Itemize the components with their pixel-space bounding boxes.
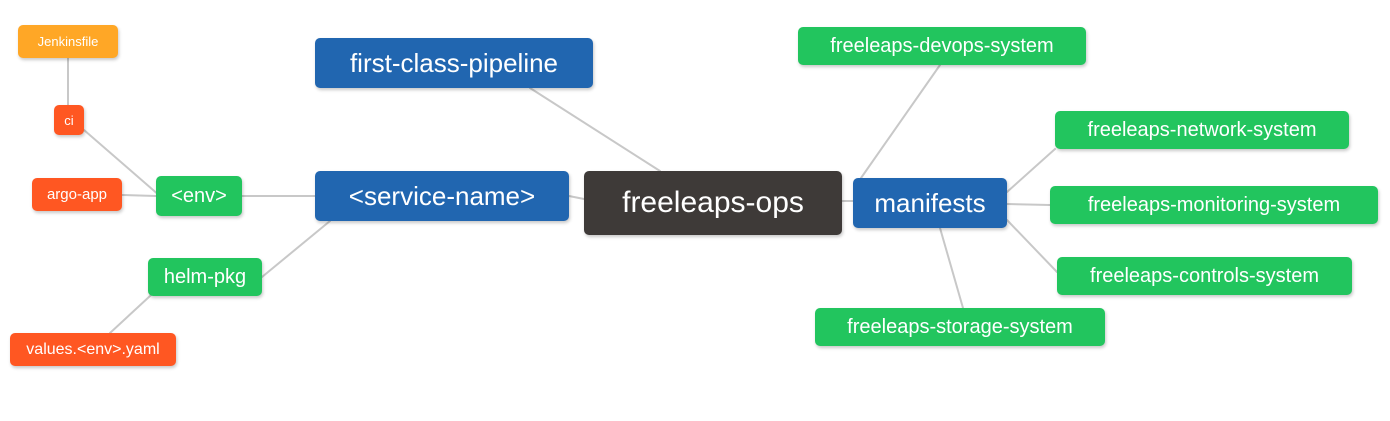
node-label-freeleaps-controls-system: freeleaps-controls-system: [1090, 265, 1319, 287]
node-values-yaml[interactable]: values.<env>.yaml: [10, 333, 176, 366]
node-ci[interactable]: ci: [54, 105, 84, 135]
node-label-freeleaps-devops-system: freeleaps-devops-system: [830, 35, 1054, 57]
node-freeleaps-controls-system[interactable]: freeleaps-controls-system: [1057, 257, 1352, 295]
node-label-values-yaml: values.<env>.yaml: [26, 340, 160, 358]
node-freeleaps-network-system[interactable]: freeleaps-network-system: [1055, 111, 1349, 149]
edge-argo-app-to-env: [121, 194, 157, 197]
node-label-freeleaps-ops: freeleaps-ops: [622, 186, 804, 219]
node-label-manifests: manifests: [874, 188, 986, 218]
node-service-name[interactable]: <service-name>: [315, 171, 569, 221]
node-label-argo-app: argo-app: [46, 186, 108, 203]
edge-manifests-to-freeleaps-network-system: [1006, 148, 1056, 193]
node-helm-pkg[interactable]: helm-pkg: [148, 258, 262, 296]
edge-service-name-to-freeleaps-ops: [568, 195, 585, 200]
edge-service-name-to-helm-pkg: [261, 220, 331, 278]
node-label-ci: ci: [64, 112, 74, 128]
node-jenkinsfile[interactable]: Jenkinsfile: [18, 25, 118, 58]
node-label-freeleaps-monitoring-system: freeleaps-monitoring-system: [1087, 194, 1341, 216]
edge-manifests-to-freeleaps-controls-system: [1006, 219, 1058, 273]
node-freeleaps-devops-system[interactable]: freeleaps-devops-system: [798, 27, 1086, 65]
edge-manifests-to-freeleaps-devops-system: [860, 64, 941, 179]
node-env[interactable]: <env>: [156, 176, 242, 216]
edge-manifests-to-freeleaps-monitoring-system: [1006, 203, 1051, 206]
edge-first-class-pipeline-to-freeleaps-ops: [529, 87, 661, 172]
node-argo-app[interactable]: argo-app: [32, 178, 122, 211]
node-label-first-class-pipeline: first-class-pipeline: [349, 48, 559, 78]
node-label-helm-pkg: helm-pkg: [163, 266, 247, 288]
node-first-class-pipeline[interactable]: first-class-pipeline: [315, 38, 593, 88]
node-label-env: <env>: [171, 185, 227, 207]
node-freeleaps-monitoring-system[interactable]: freeleaps-monitoring-system: [1050, 186, 1378, 224]
node-freeleaps-storage-system[interactable]: freeleaps-storage-system: [815, 308, 1105, 346]
node-manifests[interactable]: manifests: [853, 178, 1007, 228]
edge-manifests-to-freeleaps-storage-system: [939, 227, 964, 309]
node-label-service-name: <service-name>: [348, 181, 536, 211]
node-label-freeleaps-network-system: freeleaps-network-system: [1087, 119, 1317, 141]
node-label-jenkinsfile: Jenkinsfile: [37, 34, 99, 49]
node-freeleaps-ops[interactable]: freeleaps-ops: [584, 171, 842, 235]
node-label-freeleaps-storage-system: freeleaps-storage-system: [847, 316, 1073, 338]
